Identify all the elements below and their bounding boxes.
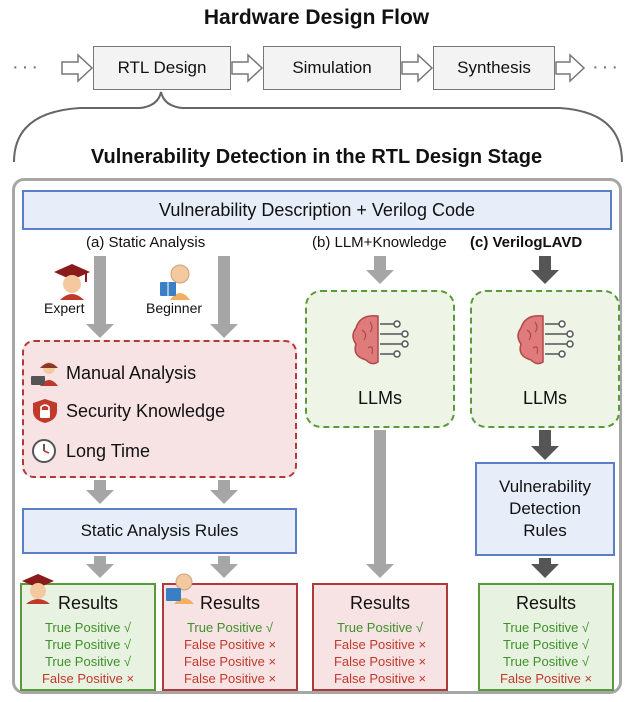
result-line: False Positive ×: [333, 654, 427, 669]
expert-avatar-icon: [22, 574, 54, 604]
path-a-label: (a) Static Analysis: [86, 234, 206, 251]
llm-label-veriloglavd: LLMs: [522, 388, 567, 408]
result-line: True Positive √: [502, 654, 590, 669]
beginner-avatar-icon: [160, 264, 190, 300]
llm-label-knowledge: LLMs: [357, 388, 402, 408]
input-box: Vulnerability Description + Verilog Code: [22, 190, 612, 230]
result-line: True Positive √: [186, 620, 274, 635]
result-line: False Positive ×: [41, 671, 135, 686]
manual-analysis-box: [22, 340, 297, 478]
manual-item-security: Security Knowledge: [30, 394, 225, 428]
expert-avatar-icon: [54, 264, 90, 300]
clock-icon: [32, 439, 56, 463]
manual-item-time: Long Time: [30, 434, 150, 468]
flow-arrow-icon: [231, 53, 264, 83]
path-c-label: (c) VerilogLAVD: [470, 234, 583, 251]
results-title: Results: [199, 593, 261, 613]
result-line: True Positive √: [44, 620, 132, 635]
static-rules-box: Static Analysis Rules: [22, 508, 297, 554]
result-line: False Positive ×: [183, 654, 277, 669]
results-llm-knowledge: Results True Positive √ False Positive ×…: [312, 583, 448, 691]
path-b-label: (b) LLM+Knowledge: [312, 234, 447, 251]
llm-box-knowledge: LLMs: [305, 290, 455, 428]
detection-frame: [12, 178, 622, 694]
results-veriloglavd: Results True Positive √ True Positive √ …: [478, 583, 614, 691]
result-line: True Positive √: [44, 654, 132, 669]
flow-ellipsis-left: ···: [12, 56, 41, 78]
brain-circuit-icon: [352, 315, 409, 365]
flow-arrow-icon: [401, 53, 434, 83]
result-line: False Positive ×: [499, 671, 593, 686]
result-line: True Positive √: [336, 620, 424, 635]
result-line: False Positive ×: [333, 671, 427, 686]
detection-title: Vulnerability Detection in the RTL Desig…: [90, 146, 543, 168]
manual-item-analysis: Manual Analysis: [30, 356, 196, 390]
llm-box-veriloglavd: LLMs: [470, 290, 620, 428]
flow-ellipsis-right: ···: [592, 56, 621, 78]
flow-arrow-icon: [555, 53, 586, 83]
results-title: Results: [57, 593, 119, 613]
brace: [13, 91, 623, 163]
brain-circuit-icon: [517, 315, 574, 365]
result-line: True Positive √: [44, 637, 132, 652]
expert-label: Expert: [44, 300, 85, 316]
flow-title: Hardware Design Flow: [203, 6, 430, 29]
shield-lock-icon: [33, 399, 57, 423]
stage-synthesis: Synthesis: [433, 46, 555, 90]
result-line: False Positive ×: [333, 637, 427, 652]
result-line: False Positive ×: [183, 671, 277, 686]
result-line: True Positive √: [502, 637, 590, 652]
stage-simulation: Simulation: [263, 46, 401, 90]
results-title: Results: [515, 593, 577, 613]
beginner-label: Beginner: [146, 300, 203, 316]
flow-arrow-icon: [61, 53, 94, 83]
beginner-avatar-icon: [166, 573, 194, 604]
result-line: True Positive √: [502, 620, 590, 635]
result-line: False Positive ×: [183, 637, 277, 652]
results-title: Results: [349, 593, 411, 613]
stage-rtl-design: RTL Design: [93, 46, 231, 90]
person-laptop-icon: [31, 362, 58, 386]
vuln-rules-box: Vulnerability Detection Rules: [475, 462, 615, 556]
